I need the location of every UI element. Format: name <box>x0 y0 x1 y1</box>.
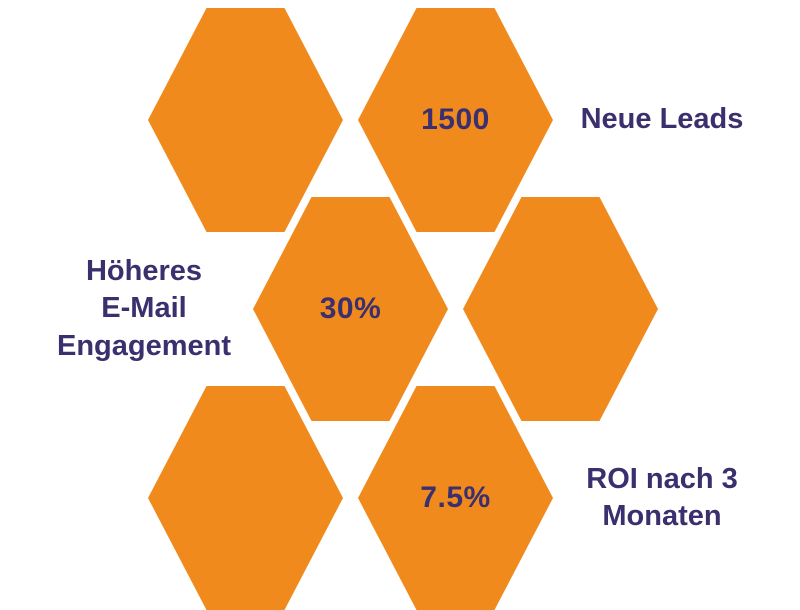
new-leads-label-line: Neue Leads <box>580 103 744 136</box>
roi-label: ROI nach 3 Monaten <box>556 386 768 610</box>
new-leads-label: Neue Leads <box>556 8 768 232</box>
roi-label-line-2: Monaten <box>602 500 722 532</box>
email-engagement-label: Höheres E-Mail Engagement <box>33 197 255 421</box>
email-engagement-label-line-3: Engagement <box>56 329 232 362</box>
email-engagement-label-line-2: E-Mail <box>101 292 187 325</box>
email-engagement-label-line-1: Höheres <box>85 255 203 288</box>
roi-label-line-1: ROI nach 3 <box>586 462 738 495</box>
new-leads-value: 1500 <box>421 103 490 136</box>
email-engagement-value: 30% <box>319 292 382 325</box>
roi-value: 7.5% <box>420 481 491 514</box>
